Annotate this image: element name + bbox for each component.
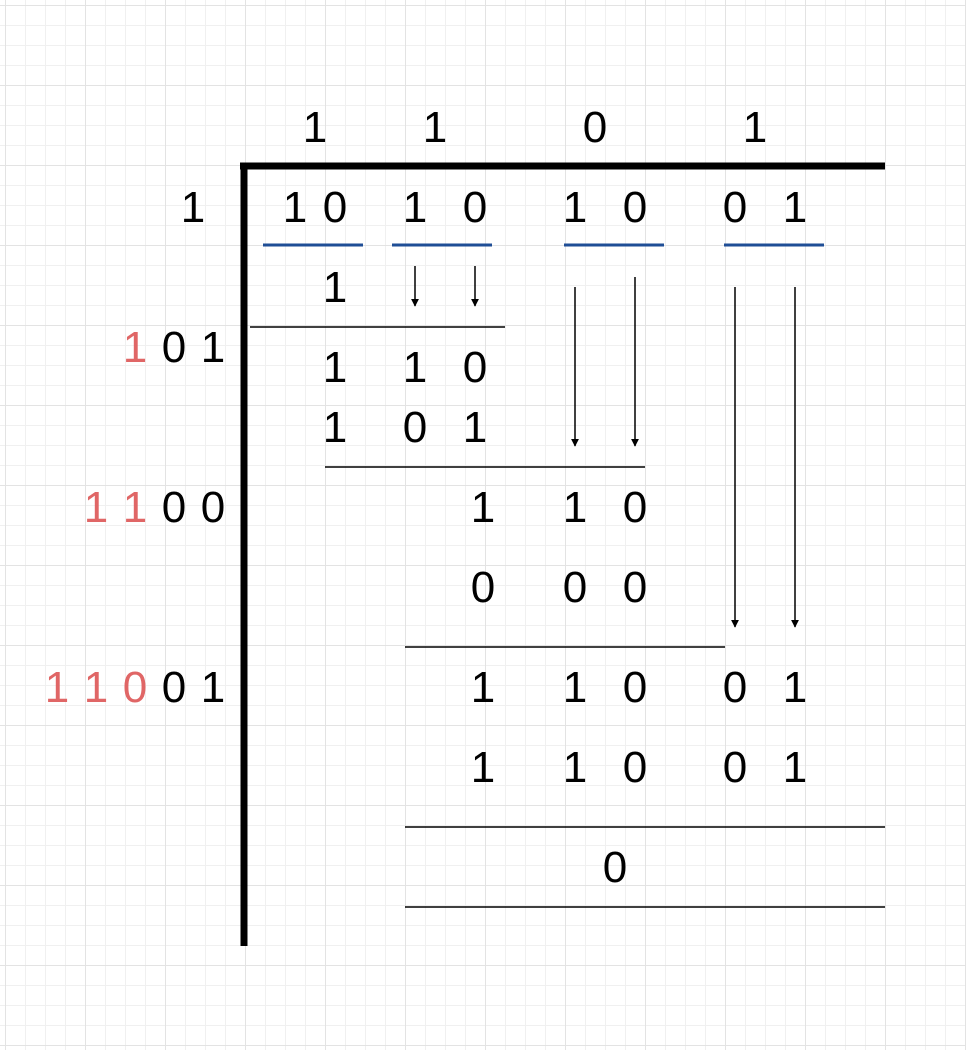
step-digit: 0	[402, 403, 428, 452]
step-digit: 0	[462, 343, 488, 392]
step-digit: 0	[622, 743, 648, 792]
step-digit: 0	[622, 663, 648, 712]
step-digit: 1	[402, 343, 428, 392]
partial-divisor-digit: 1	[83, 663, 109, 712]
step-digit: 1	[462, 403, 488, 452]
quotient-digit: 1	[302, 103, 328, 152]
step-digit: 1	[470, 483, 496, 532]
step-digit: 1	[470, 663, 496, 712]
step-digit: 1	[562, 483, 588, 532]
partial-divisor-digit: 1	[200, 663, 226, 712]
step-digit: 1	[782, 663, 808, 712]
dividend-digit: 0	[462, 183, 488, 232]
partial-divisor-digit: 1	[122, 323, 148, 372]
step-digit: 1	[470, 743, 496, 792]
step-digit: 1	[322, 263, 348, 312]
step-digit: 0	[722, 743, 748, 792]
step-digit: 1	[782, 743, 808, 792]
step-digit: 0	[562, 563, 588, 612]
step-digit: 0	[622, 563, 648, 612]
quotient-digit: 0	[582, 103, 608, 152]
step-digit: 1	[562, 663, 588, 712]
partial-divisor-digit: 0	[161, 323, 187, 372]
dividend-digit: 1	[782, 183, 808, 232]
dividend-digit: 1	[402, 183, 428, 232]
partial-divisor-digit: 0	[161, 663, 187, 712]
dividend-digit: 0	[622, 183, 648, 232]
quotient-digit: 1	[742, 103, 768, 152]
step-digit: 1	[322, 343, 348, 392]
final-remainder: 0	[602, 843, 628, 892]
partial-divisor-digit: 1	[122, 483, 148, 532]
partial-divisor-digit: 1	[200, 323, 226, 372]
step-digit: 0	[722, 663, 748, 712]
dividend-digit: 1	[282, 183, 308, 232]
partial-divisor-digit: 1	[180, 183, 206, 232]
partial-divisor-digit: 0	[200, 483, 226, 532]
step-digit: 0	[470, 563, 496, 612]
partial-divisor-digit: 1	[44, 663, 70, 712]
dividend-digit: 1	[562, 183, 588, 232]
dividend-digit: 0	[322, 183, 348, 232]
dividend-digit: 0	[722, 183, 748, 232]
step-digit: 1	[562, 743, 588, 792]
step-digit: 1	[322, 403, 348, 452]
partial-divisor-digit: 0	[122, 663, 148, 712]
step-digit: 0	[622, 483, 648, 532]
partial-divisor-digit: 1	[83, 483, 109, 532]
partial-divisor-digit: 0	[161, 483, 187, 532]
quotient-digit: 1	[422, 103, 448, 152]
